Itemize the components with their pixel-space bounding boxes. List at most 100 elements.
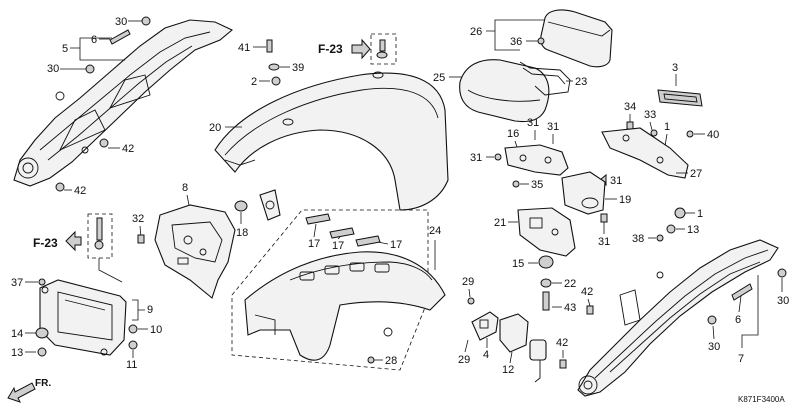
- callout-42-left-upper: 42: [108, 143, 134, 155]
- svg-text:30: 30: [708, 341, 720, 353]
- svg-text:10: 10: [150, 324, 162, 336]
- svg-text:2: 2: [251, 76, 257, 88]
- right-fender-stay: [577, 239, 779, 397]
- callout-9: 9: [132, 299, 153, 321]
- callout-37: 37: [11, 277, 38, 289]
- callout-30-left: 30: [47, 63, 86, 75]
- catalog-code: K871F3400A: [738, 395, 785, 404]
- callout-25: 25: [433, 72, 462, 84]
- collar-39: [268, 63, 280, 71]
- screw-28: [367, 356, 375, 364]
- callout-26: 26: [470, 19, 545, 51]
- callout-28: 28: [374, 355, 397, 367]
- callout-7: 7: [738, 275, 759, 365]
- screw-32: [137, 234, 145, 244]
- callout-39: 39: [280, 62, 304, 74]
- inner-fender: [244, 251, 446, 361]
- collar-13-left: [37, 347, 47, 357]
- svg-text:42: 42: [122, 143, 134, 155]
- nut-1-right: [674, 207, 686, 219]
- svg-text:35: 35: [531, 179, 543, 191]
- screw-37: [38, 278, 46, 286]
- svg-text:19: 19: [619, 194, 631, 206]
- callout-13-left: 13: [11, 347, 36, 359]
- callout-6-top-left: 6: [91, 34, 110, 46]
- bracket-16: [504, 144, 569, 176]
- svg-text:13: 13: [687, 224, 699, 236]
- svg-text:28: 28: [385, 355, 397, 367]
- callout-18: 18: [236, 212, 248, 239]
- svg-text:6: 6: [735, 314, 741, 326]
- callout-22: 22: [552, 278, 576, 290]
- callout-43: 43: [552, 302, 576, 314]
- collar-11: [128, 340, 138, 350]
- svg-text:42: 42: [581, 286, 593, 298]
- collar-13-right: [666, 224, 676, 234]
- svg-text:16: 16: [507, 128, 519, 140]
- grommet-10: [128, 324, 138, 334]
- bracket-8: [154, 204, 236, 299]
- svg-text:31: 31: [598, 236, 610, 248]
- svg-text:37: 37: [11, 277, 23, 289]
- lock-12: [499, 313, 547, 383]
- ref-f23-left: F-23: [33, 213, 123, 283]
- svg-text:20: 20: [209, 122, 221, 134]
- callout-27: 27: [676, 168, 702, 180]
- svg-text:9: 9: [147, 304, 153, 316]
- svg-text:11: 11: [126, 359, 137, 371]
- svg-text:13: 13: [11, 347, 23, 359]
- callout-30-right-low: 30: [708, 325, 720, 353]
- svg-text:18: 18: [236, 227, 248, 239]
- svg-text:27: 27: [690, 168, 702, 180]
- callout-12: 12: [502, 351, 514, 376]
- front-direction-arrow: FR.: [7, 378, 51, 403]
- callout-30-right-edge: 30: [777, 278, 789, 307]
- callout-41: 41: [238, 42, 266, 54]
- svg-text:31: 31: [610, 175, 622, 187]
- seat-25: [459, 59, 550, 123]
- callout-11: 11: [126, 350, 137, 371]
- svg-text:8: 8: [182, 182, 188, 194]
- screw-36: [537, 37, 545, 45]
- svg-text:12: 12: [502, 364, 514, 376]
- callout-19: 19: [605, 194, 631, 206]
- svg-text:F-23: F-23: [318, 42, 343, 56]
- svg-text:24: 24: [429, 225, 441, 237]
- svg-text:34: 34: [624, 101, 636, 113]
- svg-text:F-23: F-23: [33, 236, 58, 250]
- collar-22: [540, 278, 552, 288]
- callout-21: 21: [494, 217, 518, 229]
- svg-text:21: 21: [494, 217, 506, 229]
- svg-text:42: 42: [74, 185, 86, 197]
- screw-33: [650, 129, 658, 137]
- screw-30-right-edge: [777, 268, 787, 278]
- callout-17-b: 17: [332, 236, 344, 252]
- screw-31-e: [600, 213, 608, 223]
- callout-31-c: 31: [470, 152, 494, 164]
- callout-5: 5: [62, 37, 125, 61]
- svg-text:5: 5: [62, 43, 68, 55]
- screw-38: [656, 234, 664, 242]
- ref-f23-top: F-23: [318, 33, 397, 65]
- callout-33: 33: [644, 109, 656, 131]
- callout-17-a: 17: [308, 223, 320, 250]
- svg-text:1: 1: [664, 121, 670, 133]
- svg-text:23: 23: [575, 76, 587, 88]
- svg-text:30: 30: [47, 63, 59, 75]
- svg-text:22: 22: [564, 278, 576, 290]
- callout-31-e: 31: [598, 222, 610, 248]
- svg-text:6: 6: [91, 34, 97, 46]
- svg-text:30: 30: [777, 295, 789, 307]
- svg-text:29: 29: [458, 354, 470, 366]
- damper-15: [538, 255, 554, 269]
- screw-34: [626, 121, 634, 130]
- svg-text:7: 7: [738, 353, 744, 365]
- callout-15: 15: [512, 258, 538, 270]
- svg-text:41: 41: [238, 42, 250, 54]
- svg-text:36: 36: [510, 36, 522, 48]
- plate-3: [657, 89, 703, 107]
- inner-fender-box: [231, 209, 429, 371]
- screw-30-right-low: [707, 315, 717, 325]
- svg-text:17: 17: [332, 240, 344, 252]
- svg-text:17: 17: [308, 238, 320, 250]
